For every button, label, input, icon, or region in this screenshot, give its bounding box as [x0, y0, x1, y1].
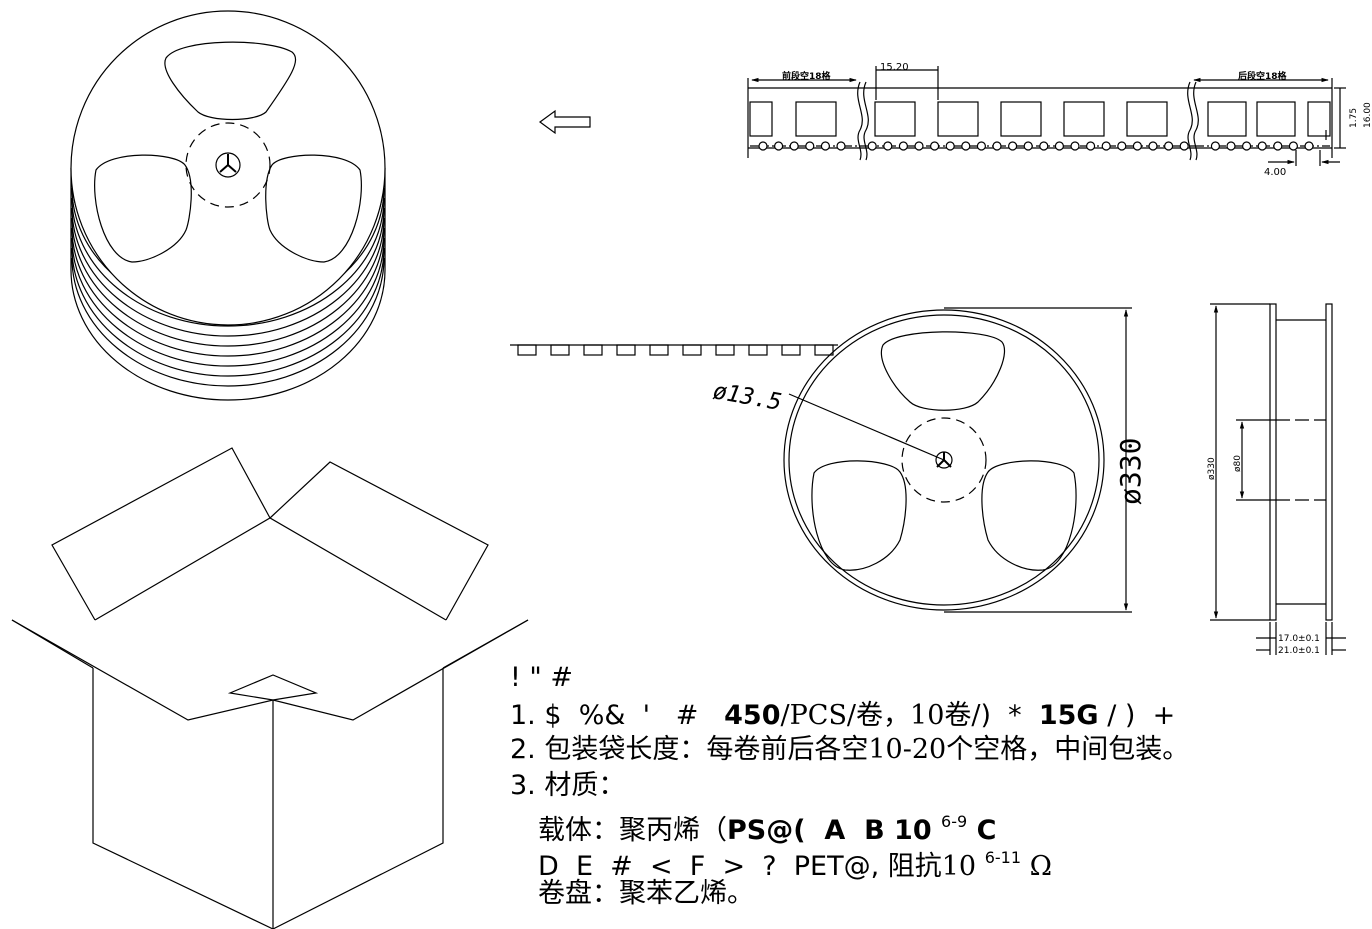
- sprocket-hole: [789, 141, 799, 151]
- note-6-text: 卷盘：聚苯乙烯。: [538, 878, 754, 909]
- strip-pocket: [682, 344, 702, 356]
- sprocket-hole: [898, 141, 909, 151]
- strip-pocket: [616, 344, 636, 356]
- strip-pocket: [748, 344, 768, 356]
- sprocket-hole: [929, 141, 940, 151]
- note-5-tail: Ω: [1021, 851, 1052, 882]
- sprocket-hole: [1163, 141, 1174, 151]
- sprocket-hole: [1085, 141, 1096, 151]
- front-blank-label: 前段空18格: [782, 70, 832, 82]
- strip-pocket: [715, 344, 735, 356]
- sprocket-hole: [1148, 141, 1158, 151]
- sprocket-hole: [1210, 141, 1221, 151]
- note-3-number: 3.: [510, 770, 536, 801]
- tape-strip: [510, 344, 838, 356]
- rear-blank-label: 后段空18格: [1238, 70, 1288, 82]
- sprocket-hole: [758, 141, 768, 151]
- hub-diameter-label: ø13.5: [711, 378, 784, 416]
- tape-width-label: 16.00: [1363, 102, 1372, 128]
- note-4-tail: C: [967, 815, 997, 846]
- sprocket-hole: [1304, 141, 1314, 151]
- note-1-lead: $ %& ' #: [544, 700, 716, 731]
- note-1-qty: 450: [724, 700, 781, 731]
- note-item-4: 载体：聚丙烯（PS@( A B 10 6-9 C: [538, 806, 996, 847]
- sprocket-hole: [1101, 141, 1111, 151]
- note-4-exp: 6-9: [941, 812, 968, 831]
- sprocket-hole: [945, 141, 955, 151]
- note-5-mid: 阻抗10: [879, 851, 985, 882]
- sprocket-hole: [1070, 141, 1080, 151]
- sprocket-hole: [883, 141, 893, 151]
- note-1-mid: ) *: [980, 700, 1039, 731]
- reel-side-view: [1210, 303, 1346, 655]
- note-1-weight: 15G: [1038, 700, 1099, 731]
- strip-pocket: [583, 344, 603, 356]
- strip-pocket: [814, 344, 834, 356]
- strip-pocket: [649, 344, 669, 356]
- sprocket-hole: [1273, 141, 1283, 151]
- note-2-text: 包装袋长度：每卷前后各空10-20个空格，中间包装。: [544, 734, 1190, 765]
- sprocket-hole: [1288, 141, 1299, 151]
- strip-pocket: [550, 344, 570, 356]
- note-2-number: 2.: [510, 734, 536, 765]
- hole-offset-label: 1.75: [1349, 108, 1359, 128]
- note-1-number: 1.: [510, 700, 536, 731]
- sprocket-hole: [820, 141, 831, 151]
- sprocket-hole: [976, 141, 987, 151]
- carrier-tape-drawing: [747, 66, 1346, 166]
- sprocket-hole: [992, 141, 1002, 151]
- note-3-text: 材质：: [544, 770, 626, 801]
- sprocket-hole: [1039, 141, 1049, 151]
- note-4-ps: PS@( A B 10: [727, 815, 942, 846]
- pocket-pitch-label: 15.20: [880, 62, 909, 73]
- note-item-6: 卷盘：聚苯乙烯。: [538, 878, 754, 910]
- strip-pocket: [781, 344, 801, 356]
- note-5-exp: 6-11: [984, 848, 1021, 867]
- sprocket-hole: [1117, 141, 1127, 151]
- reel-diameter-label: ø330: [1114, 438, 1147, 505]
- sprocket-hole: [773, 141, 784, 151]
- notes-heading: ! " #: [510, 662, 574, 693]
- sprocket-hole: [1226, 141, 1236, 151]
- note-item-2: 2. 包装袋长度：每卷前后各空10-20个空格，中间包装。: [510, 734, 1189, 766]
- note-item-5: D E # < F > ? PET@, 阻抗10 6-11 Ω: [538, 842, 1052, 883]
- sprocket-hole: [1132, 141, 1143, 151]
- reel-front-view: [783, 307, 1132, 613]
- sprocket-hole: [1023, 141, 1033, 151]
- sprocket-hole: [867, 141, 877, 151]
- side-hub-diameter-label: ø80: [1233, 455, 1243, 472]
- sprocket-hole: [914, 141, 924, 151]
- sprocket-hole: [836, 141, 846, 151]
- carton-box-drawing: [11, 447, 529, 929]
- note-1-tail: / ) +: [1098, 700, 1176, 731]
- direction-arrow: [538, 109, 591, 135]
- sprocket-hole: [1241, 141, 1252, 151]
- outer-width-label: 21.0±0.1: [1278, 646, 1320, 656]
- note-item-1: 1. $ %& ' # 450/PCS/卷，10卷/) * 15G / ) +: [510, 700, 1175, 732]
- strip-pocket: [517, 344, 537, 356]
- side-outer-diameter-label: ø330: [1207, 457, 1217, 480]
- stacked-reels-drawing: [70, 10, 386, 401]
- note-item-3: 3. 材质：: [510, 770, 625, 802]
- note-5-lead: D E # < F > ? PET@,: [538, 851, 880, 882]
- sprocket-hole: [1054, 141, 1065, 151]
- note-4-lead: 载体：聚丙烯（: [538, 815, 727, 846]
- hole-pitch-label: 4.00: [1264, 167, 1286, 178]
- sprocket-hole: [1179, 141, 1189, 151]
- inner-width-label: 17.0±0.1: [1278, 634, 1320, 644]
- sprocket-hole: [961, 141, 971, 151]
- sprocket-hole: [1007, 141, 1018, 151]
- sprocket-hole: [805, 141, 815, 151]
- note-1-unit: /PCS/卷，10卷/: [780, 700, 981, 731]
- sprocket-hole: [1257, 141, 1267, 151]
